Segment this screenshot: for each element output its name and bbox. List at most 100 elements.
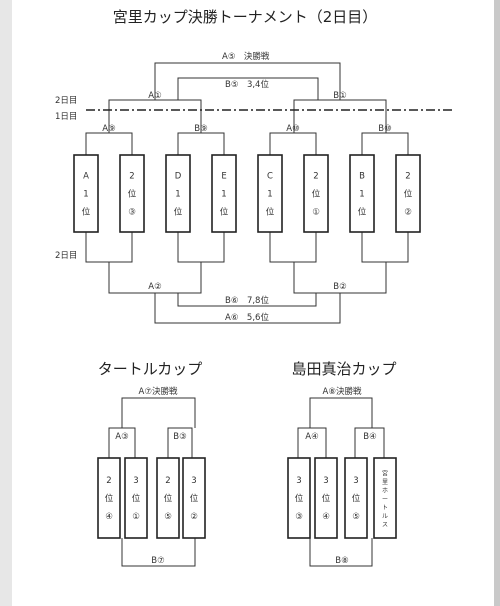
turtle-team-box-char: 位 (105, 493, 114, 504)
bottom-left-b-line (177, 232, 225, 263)
turtle-semi-right-label: B③ (173, 432, 186, 442)
main-team-box (395, 154, 421, 233)
qf-label-2: B⑨ (194, 124, 207, 134)
main-team-box-char: ① (312, 208, 320, 218)
team-boxes: A1位2位③D1位E1位C1位2位①B1位2位②2位④3位①2位⑤3位②3位③3… (73, 154, 421, 539)
third-place-bracket-line (177, 77, 319, 100)
shimada-semi-left-line (297, 427, 327, 458)
semi-right-label: B① (333, 91, 346, 101)
semi-left-line (108, 99, 202, 133)
shimada-semi-left-label: A④ (305, 432, 318, 442)
turtle-final-line (121, 397, 196, 428)
turtle-bottom-line (121, 538, 196, 567)
shimada-team-box-char: 里 (382, 479, 388, 486)
shimada-bottom-line (309, 538, 373, 567)
shimada-team-box (373, 457, 397, 539)
turtle-team-box (182, 457, 206, 539)
shimada-team-box (314, 457, 338, 539)
shimada-team-box (344, 457, 368, 539)
main-team-box-char: 位 (312, 189, 321, 200)
shimada-team-box-char: ④ (322, 512, 330, 522)
shimada-semi-right-label: B④ (363, 432, 376, 442)
bracket-lines (85, 62, 409, 567)
shimada-team-box-char: 宮 (382, 470, 388, 478)
main-team-box-char: A (83, 172, 89, 182)
shimada-final-label: A⑧決勝戦 (323, 386, 362, 397)
turtle-team-box-char: ④ (105, 512, 113, 522)
main-team-box-char: E (221, 172, 226, 182)
shimada-cup-title: 島田真治カップ (291, 360, 396, 378)
shimada-team-box-char: ス (382, 522, 388, 529)
main-team-box-char: 位 (220, 207, 229, 218)
main-team-box-char: 位 (174, 207, 183, 218)
turtle-semi-left-label: A③ (115, 432, 128, 442)
main-team-box (303, 154, 329, 233)
left-frame-strip (0, 0, 12, 606)
main-team-box (119, 154, 145, 233)
qf-label-1: A⑨ (102, 124, 115, 134)
qf-a10-line (269, 132, 317, 155)
main-team-box-char: 1 (83, 190, 88, 200)
shimada-team-box-char: ル (382, 513, 388, 520)
turtle-cup-title: タートルカップ (98, 360, 203, 378)
main-team-box (349, 154, 375, 233)
page-title: 宮里カップ決勝トーナメント（2日目） (113, 8, 378, 26)
qf-b9-line (177, 132, 225, 155)
main-team-box-char: B (359, 172, 365, 182)
turtle-final-label: A⑦決勝戦 (139, 386, 178, 397)
turtle-team-box-char: 3 (191, 476, 196, 486)
bottom-left-label: A② (148, 282, 161, 292)
qf-label-4: B⑩ (378, 124, 391, 134)
turtle-team-box-char: 3 (133, 476, 138, 486)
shimada-team-box-char: 位 (322, 493, 331, 504)
turtle-team-box (156, 457, 180, 539)
fifth-place-label: A⑥ 5,6位 (225, 312, 269, 323)
shimada-team-box-char: 位 (295, 493, 304, 504)
main-team-box-char: 位 (266, 207, 275, 218)
turtle-team-box-char: 位 (132, 493, 141, 504)
turtle-team-box-char: ② (190, 512, 198, 522)
shimada-team-box-char: 3 (323, 476, 328, 486)
main-team-box-char: ② (404, 208, 412, 218)
shimada-team-box-char: 位 (352, 493, 361, 504)
turtle-team-box (97, 457, 121, 539)
turtle-semi-right-line (167, 427, 193, 458)
semi-right-line (293, 99, 387, 133)
main-team-box-char: 位 (358, 207, 367, 218)
seventh-place-bracket-line (177, 293, 317, 307)
turtle-semi-left-line (108, 427, 136, 458)
shimada-bottom-label: B⑧ (335, 556, 348, 566)
main-team-box (257, 154, 283, 233)
day2-label: 2日目 (55, 96, 77, 106)
third-place-label: B⑤ 3,4位 (225, 79, 269, 90)
main-team-box-char: 1 (175, 190, 180, 200)
shimada-team-box-char: ー (382, 496, 388, 503)
seventh-place-label: B⑥ 7,8位 (225, 295, 269, 306)
main-team-box-char: 位 (82, 207, 91, 218)
shimada-team-box-char: ⑤ (352, 512, 360, 522)
qf-label-3: A⑩ (286, 124, 299, 134)
bottom-right-b-line (361, 232, 409, 263)
main-team-box-char: 2 (129, 172, 134, 182)
bottom-right-a-line (269, 232, 317, 263)
main-team-box-char: C (267, 172, 273, 182)
day2-bottom-label: 2日目 (55, 251, 77, 261)
bottom-left-a-line (85, 232, 133, 263)
turtle-team-box-char: 2 (106, 476, 111, 486)
main-team-box-char: 1 (221, 190, 226, 200)
final-label: A⑤ 決勝戦 (222, 51, 270, 62)
shimada-team-box-char: 3 (353, 476, 358, 486)
final-bracket-line (154, 62, 341, 100)
main-team-box-char: 位 (404, 189, 413, 200)
main-team-box-char: 1 (359, 190, 364, 200)
shimada-team-box-char: ホ (382, 488, 388, 495)
turtle-team-box-char: ⑤ (164, 512, 172, 522)
main-team-box-char: 位 (128, 189, 137, 200)
qf-b10-line (361, 132, 409, 155)
main-team-box (73, 154, 99, 233)
shimada-team-box-char: 3 (296, 476, 301, 486)
main-team-box-char: D (175, 172, 182, 182)
turtle-team-box-char: 位 (190, 493, 199, 504)
main-team-box (165, 154, 191, 233)
